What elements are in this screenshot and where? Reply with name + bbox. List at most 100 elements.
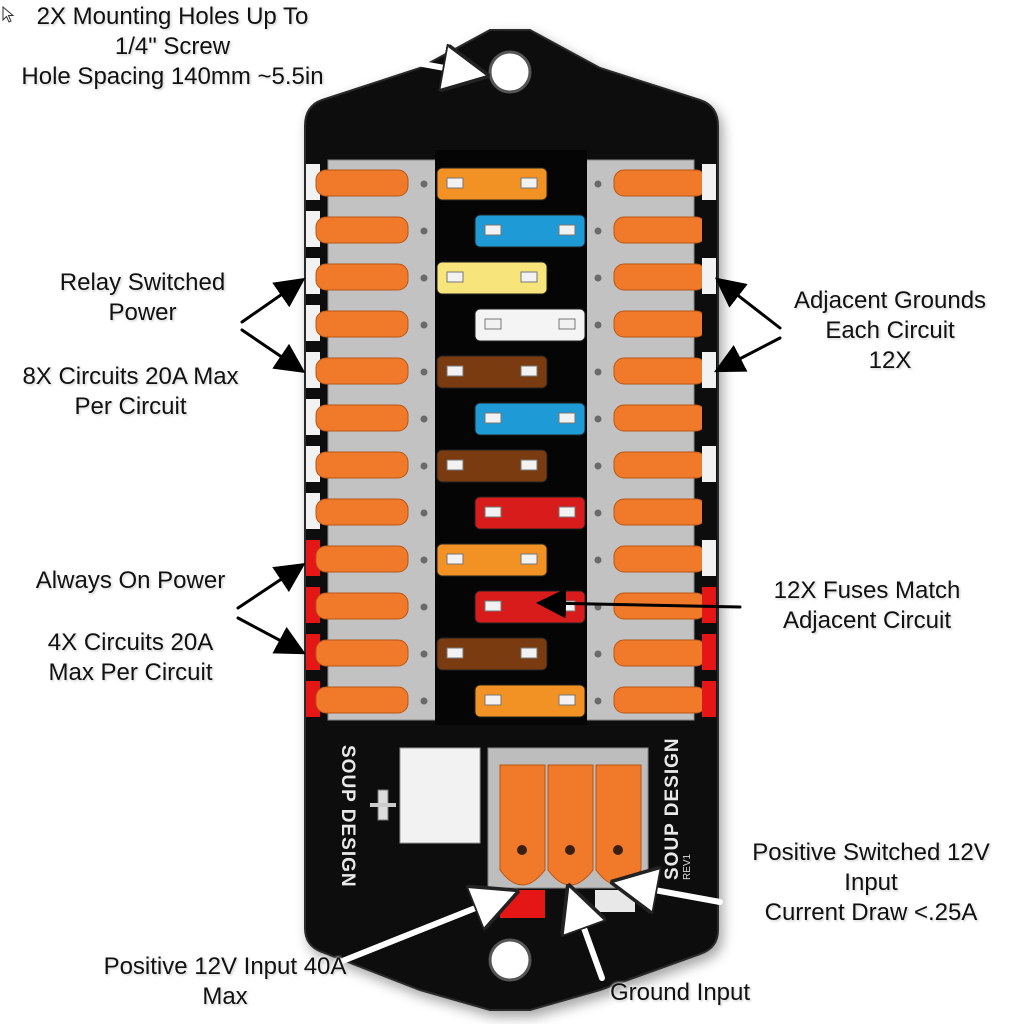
- callout-line: 8X Circuits 20A Max: [22, 363, 239, 390]
- left-lever: [315, 498, 409, 526]
- callout-adjacent-grounds: Adjacent Grounds Each Circuit 12X: [770, 286, 1010, 376]
- left-wire-tab: [306, 258, 320, 294]
- callout-arrows: [236, 50, 782, 981]
- arrow-mounting: [342, 50, 478, 74]
- blade-fuse: [436, 355, 548, 389]
- switch-pin: [370, 803, 396, 807]
- arrow-ground-1: [714, 277, 782, 330]
- left-wire-tab: [306, 305, 320, 341]
- callout-line: Always On Power: [35, 567, 226, 594]
- callout-line: 1/4" Screw: [114, 33, 231, 60]
- callout-line: Max Per Circuit: [48, 659, 213, 686]
- left-lever: [315, 545, 409, 573]
- left-screw-dot: [420, 274, 428, 282]
- right-screw-dot: [594, 415, 602, 423]
- blade-fuse: [474, 402, 586, 436]
- revision-text: REV1: [682, 853, 693, 880]
- left-terminal-strip: [306, 159, 437, 721]
- right-screw-dot: [594, 227, 602, 235]
- fuse-blade-contact: [446, 271, 464, 283]
- left-terminal-body: [327, 159, 437, 721]
- fuse-blade-contact: [484, 694, 502, 706]
- arrow-always-1: [236, 563, 306, 610]
- callout-relay-circuits: 8X Circuits 20A Max Per Circuit: [8, 362, 253, 422]
- callout-line: Power: [108, 299, 177, 326]
- fuse-blade-contact: [558, 506, 576, 518]
- left-screw-dot: [420, 368, 428, 376]
- callout-line: Positive 12V Input 40A: [103, 953, 347, 980]
- arrow-positive-input: [337, 895, 508, 965]
- left-lever: [315, 357, 409, 385]
- fuse-blade-contact: [484, 318, 502, 330]
- indicator-block: [399, 747, 481, 844]
- callout-relay-power: Relay Switched Power: [30, 268, 255, 328]
- left-lever: [315, 404, 409, 432]
- right-screw-dot: [594, 650, 602, 658]
- left-wire-tab: [306, 446, 320, 482]
- fuse-blade-contact: [484, 224, 502, 236]
- callout-fuses: 12X Fuses Match Adjacent Circuit: [752, 576, 982, 636]
- fuse-blade-contact: [446, 647, 464, 659]
- arrow-ground-input: [572, 895, 602, 981]
- input-switched-tab: [595, 890, 635, 912]
- left-screw-dot: [420, 697, 428, 705]
- right-screw-dot: [594, 556, 602, 564]
- input-lever: [499, 764, 546, 886]
- callout-line: 12X Fuses Match: [773, 577, 961, 604]
- left-wire-tab: [306, 211, 320, 247]
- right-wire-tab: [702, 446, 716, 482]
- fuse-blade-contact: [520, 271, 538, 283]
- right-lever: [613, 310, 707, 338]
- callout-always-circuits: 4X Circuits 20A Max Per Circuit: [18, 628, 243, 688]
- right-wire-tab: [702, 352, 716, 388]
- left-wire-tab: [306, 540, 320, 576]
- left-wire-tab: [306, 634, 320, 670]
- mounting-hole-bottom: [488, 938, 532, 982]
- fuse-blade-contact: [558, 224, 576, 236]
- blade-fuse: [474, 684, 586, 718]
- right-lever: [613, 263, 707, 291]
- right-lever: [613, 404, 707, 432]
- blade-fuse: [436, 543, 548, 577]
- callout-line: Relay Switched: [59, 269, 226, 296]
- input-lever: [595, 764, 642, 886]
- callout-line: Current Draw <.25A: [764, 899, 978, 926]
- right-terminal-body: [585, 159, 695, 721]
- callout-line: Ground Input: [609, 979, 751, 1006]
- arrow-switched-input: [622, 884, 723, 902]
- callout-always-on: Always On Power: [8, 566, 253, 596]
- callout-line: Max: [202, 983, 248, 1010]
- brand-left-text: SOUP DESIGN: [337, 745, 358, 888]
- left-wire-tab: [306, 164, 320, 200]
- left-screw-dot: [420, 321, 428, 329]
- blade-fuse: [474, 496, 586, 530]
- right-wire-tab: [702, 681, 716, 717]
- left-screw-dot: [420, 603, 428, 611]
- right-wire-tab: [702, 634, 716, 670]
- callout-mounting-holes: 2X Mounting Holes Up To 1/4" Screw Hole …: [0, 2, 345, 92]
- right-screw-dot: [594, 509, 602, 517]
- mouse-cursor-icon: [2, 6, 15, 23]
- left-lever: [315, 216, 409, 244]
- input-lever-hole: [517, 845, 527, 855]
- fuse-blade-contact: [520, 177, 538, 189]
- right-wire-tab: [702, 305, 716, 341]
- blade-fuse: [436, 449, 548, 483]
- callout-line: 12X: [868, 347, 912, 374]
- left-wire-tab: [306, 587, 320, 623]
- fuse-blade-contact: [446, 459, 464, 471]
- right-screw-dot: [594, 368, 602, 376]
- fuse-blade-contact: [446, 553, 464, 565]
- fuse-blade-contact: [446, 177, 464, 189]
- left-wire-tab: [306, 352, 320, 388]
- input-lever: [547, 764, 594, 886]
- left-screw-dot: [420, 415, 428, 423]
- callout-line: Each Circuit: [825, 317, 955, 344]
- left-screw-dot: [420, 180, 428, 188]
- callout-line: Input: [844, 869, 898, 896]
- right-wire-tab: [702, 164, 716, 200]
- right-lever: [613, 639, 707, 667]
- callout-line: Positive Switched 12V: [752, 839, 990, 866]
